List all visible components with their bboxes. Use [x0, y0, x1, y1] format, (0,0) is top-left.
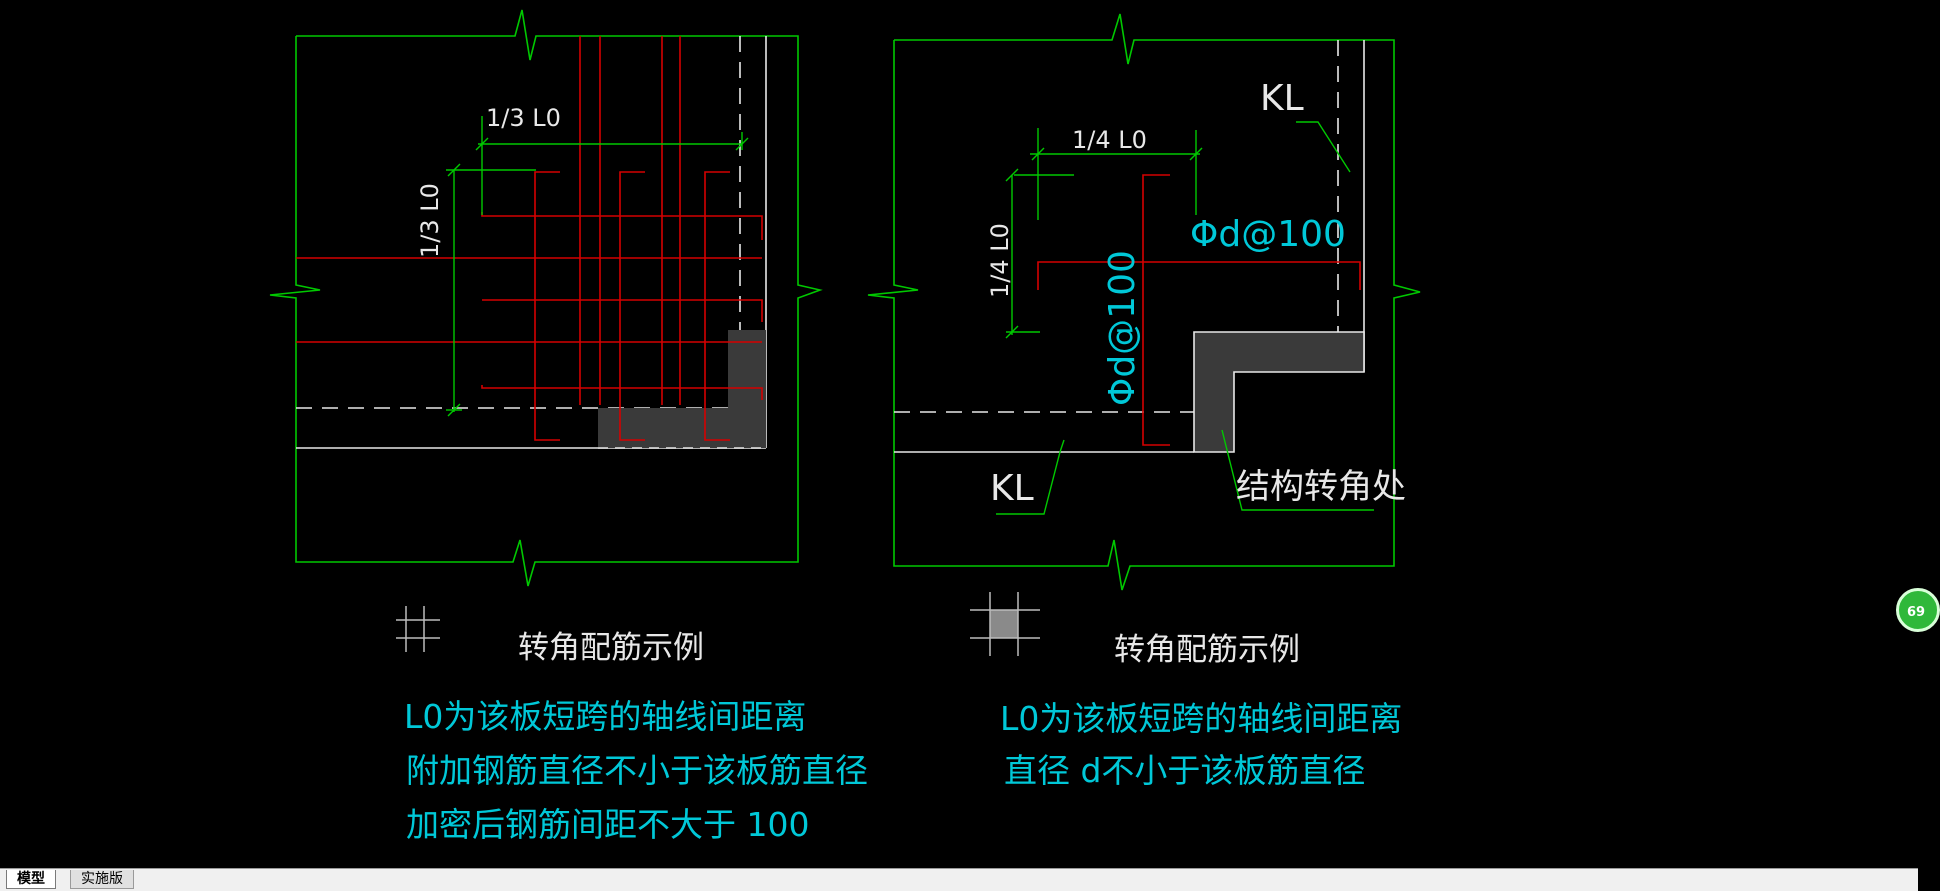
left-detail: 1/3 L0 1/3 L0 转角配筋示例 L0为该板短跨的轴线间距离 附加钢筋直…	[269, 9, 868, 844]
left-dimensions	[446, 116, 749, 417]
right-wall-corner	[1193, 331, 1365, 453]
right-note-2: 直径 d不小于该板筋直径	[1004, 751, 1365, 790]
tab-layout[interactable]: 实施版	[70, 870, 134, 889]
left-dim-vertical: 1/3 L0	[416, 183, 444, 258]
tab-model[interactable]: 模型	[6, 870, 56, 889]
right-dimensions	[996, 121, 1374, 515]
left-dim-horizontal: 1/3 L0	[486, 104, 561, 132]
drawing-canvas[interactable]: 1/3 L0 1/3 L0 转角配筋示例 L0为该板短跨的轴线间距离 附加钢筋直…	[0, 0, 1918, 868]
left-beam-lines	[296, 36, 767, 449]
right-rebars	[1037, 174, 1361, 446]
hash-grid-icon	[396, 606, 440, 652]
filled-square-grid-icon	[970, 592, 1040, 656]
beam-label-top: KL	[1260, 78, 1304, 119]
tab-model-label: 模型	[17, 871, 45, 887]
right-detail: 1/4 L0 1/4 L0 Φd@100 Φd@100 KL KL 结构转角处 …	[867, 13, 1421, 790]
right-rebar-label-vertical: Φd@100	[1102, 250, 1143, 406]
left-rebar-grid	[296, 36, 763, 441]
status-badge[interactable]: 69	[1896, 588, 1940, 632]
badge-text: 69	[1907, 605, 1926, 620]
left-note-2: 附加钢筋直径不小于该板筋直径	[406, 751, 868, 790]
right-title: 转角配筋示例	[1114, 632, 1300, 668]
right-beam-lines	[894, 40, 1365, 453]
beam-label-bottom: KL	[990, 468, 1034, 509]
left-note-3: 加密后钢筋间距不大于 100	[406, 805, 809, 844]
left-boundary	[269, 9, 823, 587]
right-dim-vertical: 1/4 L0	[986, 223, 1014, 298]
left-note-1: L0为该板短跨的轴线间距离	[404, 697, 806, 736]
right-dim-horizontal: 1/4 L0	[1072, 126, 1147, 154]
layout-tab-bar: 模型 实施版	[0, 868, 1918, 891]
right-boundary	[867, 13, 1421, 591]
left-title: 转角配筋示例	[518, 630, 704, 666]
right-rebar-label-horizontal: Φd@100	[1190, 214, 1346, 255]
corner-label: 结构转角处	[1236, 467, 1406, 507]
left-wall-corner	[598, 330, 766, 448]
tab-layout-label: 实施版	[81, 871, 123, 887]
right-note-1: L0为该板短跨的轴线间距离	[1000, 699, 1402, 738]
